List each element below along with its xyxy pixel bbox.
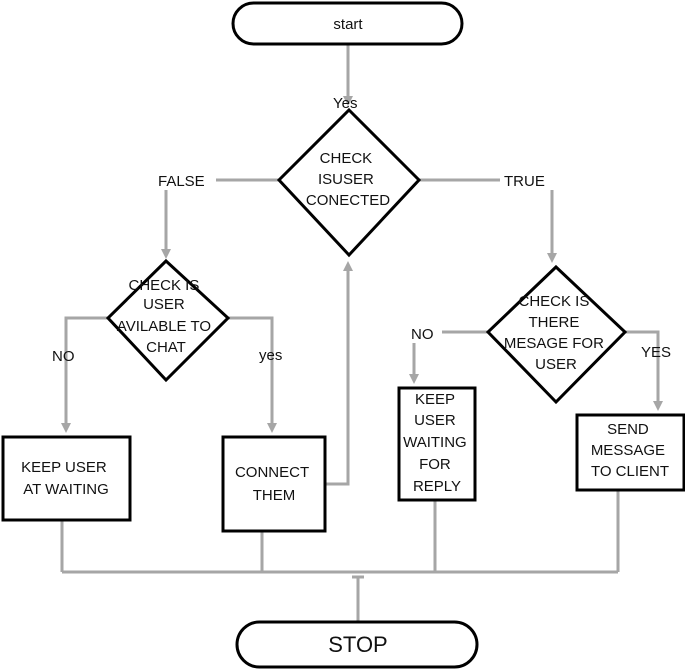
- check-available-label: CHECK IS USER AVILABLE TO CHAT: [117, 277, 215, 356]
- check-available-diamond: [105, 258, 231, 383]
- connect-them-box: [221, 435, 327, 533]
- connector-false-branch: [161, 178, 279, 259]
- false-label-bg: [154, 170, 216, 190]
- edge-label-true: TRUE: [504, 173, 545, 190]
- check-message-diamond: [485, 264, 628, 405]
- edge-label-no-left: NO: [52, 348, 75, 365]
- node-labels: start CHECK ISUSER CONECTED CHECK IS USE…: [21, 16, 669, 657]
- edge-label-yes-left: yes: [259, 347, 282, 364]
- connector-message-yes: [625, 330, 663, 411]
- keep-waiting-reply-box: [397, 386, 477, 502]
- edge-label-false: FALSE: [158, 173, 205, 190]
- start-terminator: [231, 1, 464, 46]
- start-label: start: [333, 16, 363, 33]
- send-message-box: [575, 413, 685, 492]
- edge-label-no-right: NO: [411, 326, 434, 343]
- check-connected-diamond: [276, 107, 422, 258]
- keep-waiting-box: [1, 435, 132, 522]
- edge-label-yes-top: Yes: [333, 95, 357, 112]
- check-connected-label: CHECK ISUSER CONECTED: [306, 150, 390, 209]
- keep-waiting-reply-label: KEEP USER WAITING FOR REPLY: [403, 391, 471, 495]
- stop-terminator: [235, 620, 479, 669]
- keep-waiting-label: KEEP USER AT WAITING: [21, 459, 111, 498]
- true-label-bg: [500, 170, 554, 190]
- stop-label: STOP: [328, 632, 388, 657]
- connector-true-branch: [419, 178, 557, 263]
- check-message-label: CHECK IS THERE MESAGE FOR USER: [504, 293, 608, 373]
- connector-connect-loop-back: [325, 261, 353, 486]
- send-message-label: SEND MESSAGE TO CLIENT: [591, 421, 669, 480]
- edge-label-yes-right: YES: [641, 344, 671, 361]
- connectors: [60, 44, 663, 621]
- connect-them-label: CONNECT THEM: [235, 464, 313, 504]
- connector-available-no: [61, 316, 108, 433]
- no-right-label-bg: [408, 323, 442, 343]
- edge-labels: Yes FALSE TRUE NO yes NO YES: [52, 95, 671, 365]
- connector-available-yes: [228, 316, 277, 433]
